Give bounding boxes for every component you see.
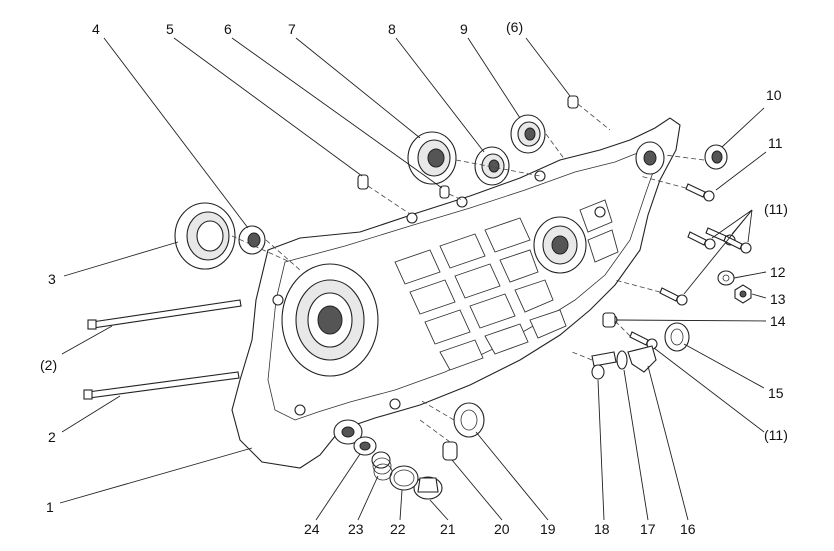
callout-20: 20: [494, 521, 510, 537]
callout-5: 5: [166, 21, 174, 37]
callout-18: 18: [594, 521, 610, 537]
callout-23: 23: [348, 521, 364, 537]
callout-2-ref: (2): [40, 357, 57, 373]
oil-seal-19: [453, 402, 485, 438]
dowel-5: [357, 174, 369, 190]
callout-6-ref: (6): [506, 19, 523, 35]
leader-lines: [59, 37, 767, 521]
callout-22: 22: [390, 521, 406, 537]
callout-14: 14: [770, 313, 786, 329]
callout-13: 13: [770, 291, 786, 307]
assembly-lines: [231, 103, 705, 443]
bearing-9: [510, 114, 546, 154]
strainer-24: [353, 436, 377, 456]
dowel-6: [439, 185, 450, 199]
callout-19: 19: [540, 521, 556, 537]
callout-17: 17: [640, 521, 656, 537]
dowel-20: [442, 441, 458, 461]
callout-9: 9: [460, 21, 468, 37]
oil-seal-15: [664, 322, 690, 352]
callout-11-ref-upper: (11): [764, 201, 788, 217]
stud-bolt-lower: [83, 371, 240, 400]
callout-11-ref-lower: (11): [764, 427, 788, 443]
callout-10: 10: [766, 87, 782, 103]
callout-3: 3: [48, 271, 56, 287]
washer-12: [717, 270, 735, 286]
bolt-18: [591, 351, 617, 380]
crank-bearing-boss: [281, 263, 379, 377]
callout-11: 11: [768, 135, 783, 151]
callout-24: 24: [304, 521, 320, 537]
dowel-6-right: [567, 95, 579, 109]
callout-4: 4: [92, 21, 100, 37]
dowel-14: [602, 312, 616, 328]
lower-drain-boss: [333, 419, 363, 445]
o-ring-17: [616, 350, 628, 370]
nut-13: [734, 284, 752, 304]
bearing-7: [407, 131, 457, 185]
callout-labels: 1 2 (2) 3 4 5 6 7 8 9 (6) 10 11 (11) 12 …: [40, 19, 788, 537]
callout-15: 15: [768, 385, 784, 401]
crankcase-housing: [231, 117, 681, 469]
callout-21: 21: [440, 521, 456, 537]
bearing-3: [174, 202, 236, 270]
callout-12: 12: [770, 264, 786, 280]
output-bearing-boss: [533, 216, 587, 274]
stud-bolt-upper: [87, 299, 242, 330]
bushing-10: [704, 144, 728, 170]
callout-8: 8: [388, 21, 396, 37]
bushing-4: [238, 225, 266, 255]
crankcase-ribbing: [394, 199, 619, 371]
callout-1: 1: [46, 499, 54, 515]
spring-23: [371, 451, 393, 481]
upper-boss: [635, 141, 665, 175]
drain-plug-21: [413, 476, 443, 500]
callout-16: 16: [680, 521, 696, 537]
sensor-16: [627, 345, 657, 373]
bearing-8: [474, 146, 510, 186]
o-ring-22: [389, 465, 419, 491]
bolts-11: [629, 183, 752, 350]
callout-7: 7: [288, 21, 296, 37]
callout-6: 6: [224, 21, 232, 37]
callout-2: 2: [48, 429, 56, 445]
